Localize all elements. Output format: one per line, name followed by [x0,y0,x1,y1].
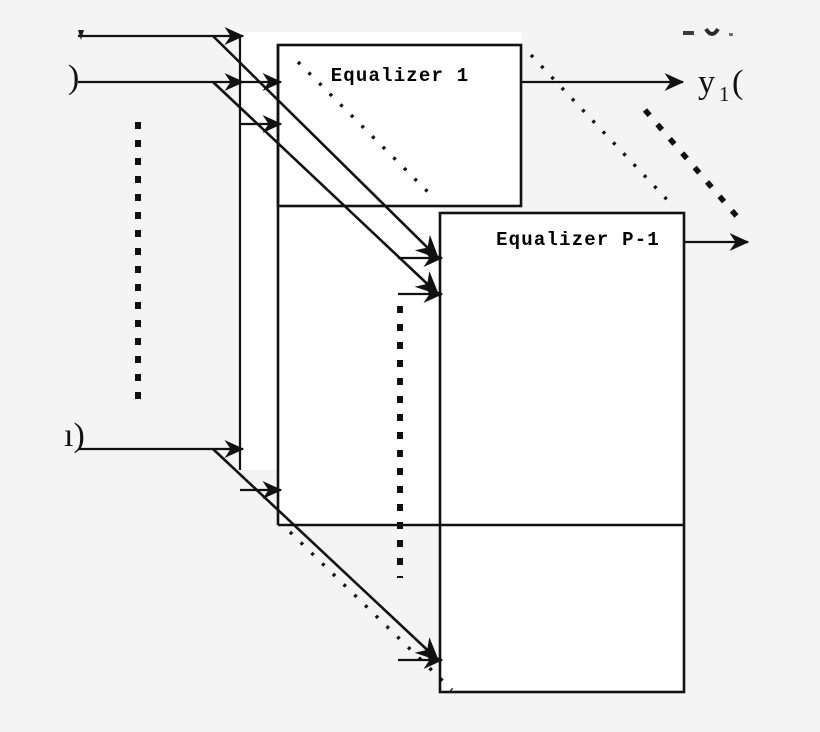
input-line-1-clipped-glyph [78,30,84,40]
delay-diagonal-1 [212,35,439,259]
equalizer-p-1-label: Equalizer P-1 [496,229,660,251]
left-top-fragment-label: ) [68,59,79,96]
diag-ellipsis-box1 [296,60,434,198]
top-right-clipped-glyphs [683,27,733,36]
diag-ellipsis-outer-right [642,108,743,222]
output-signal-label: y [698,64,715,101]
equalizer-1-box[interactable] [276,43,523,208]
top-white-plate [240,32,521,46]
output-signal-subscript: 1 [719,82,730,106]
equalizer-1-label: Equalizer 1 [331,65,470,87]
equalizer-p-1-box[interactable] [438,211,686,694]
left-column-white-plate [240,45,278,470]
delay-diagonal-3 [212,448,440,661]
diag-ellipsis-lower-left [288,530,454,692]
diag-ellipsis-upper-right [529,53,675,208]
left-bottom-fragment-label: ı) [64,417,85,454]
output-signal-paren: ( [732,64,743,101]
